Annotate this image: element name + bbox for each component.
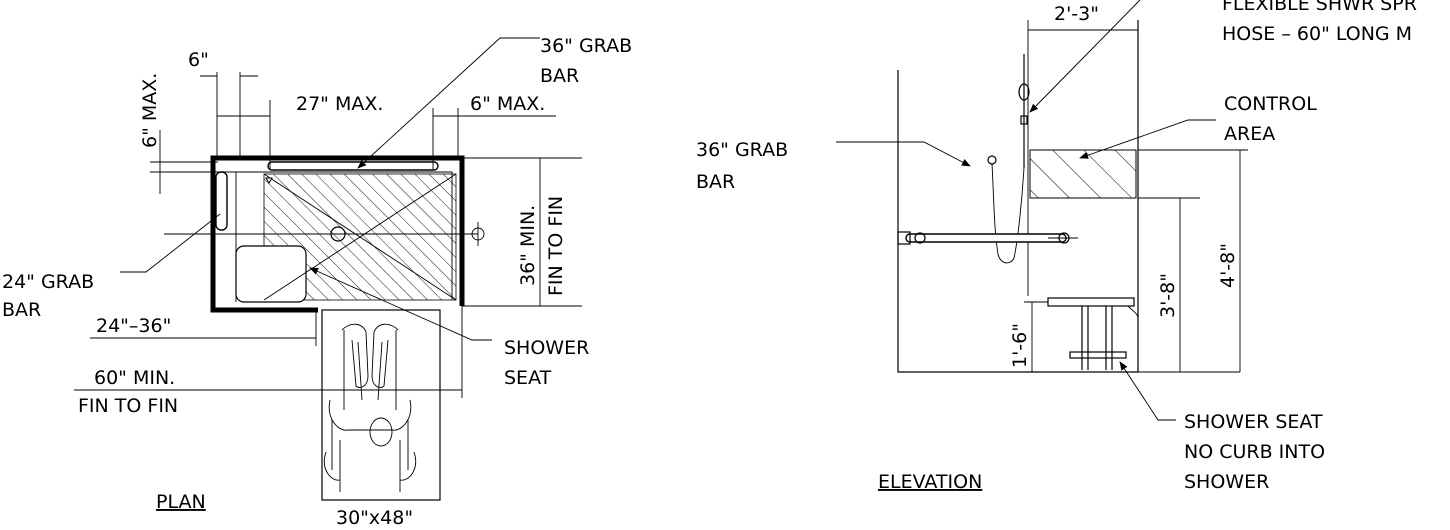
label-36-grab-bar-elev-1: 36" GRAB [696, 139, 788, 161]
shower-seat-elevation [1047, 297, 1135, 307]
dim-60-min-1: 60" MIN. [94, 367, 175, 389]
dim-6-max-left: 6" MAX. [139, 73, 161, 148]
label-24-grab-bar-2: BAR [2, 299, 41, 321]
dim-6-top: 6" [188, 49, 209, 71]
label-24-grab-bar-1: 24" GRAB [2, 271, 94, 293]
label-control-area-1: CONTROL [1224, 93, 1317, 115]
dim-4-8: 4'-8" [1217, 243, 1239, 288]
label-30x48: 30"x48" [336, 507, 413, 529]
plan-title: PLAN [156, 491, 206, 513]
wheelchair-icon [324, 323, 416, 492]
dim-3-8: 3'-8" [1157, 273, 1179, 318]
label-36-grab-bar-plan-1: 36" GRAB [540, 35, 632, 57]
shower-walls [210, 155, 465, 313]
control-symbol-icon [471, 222, 485, 246]
elevation-wall-outline [897, 20, 1139, 373]
grab-bar-24-plan [215, 171, 228, 231]
dim-6-max-right: 6" MAX. [470, 93, 545, 115]
dim-24-36: 24"–36" [96, 315, 171, 337]
dim-27-max: 27" MAX. [296, 93, 383, 115]
shower-seat-outline [235, 245, 307, 303]
grab-bar-36-elevation [905, 233, 1067, 243]
label-spray-hose-1: FLEXIBLE SHWR SPR [1222, 0, 1417, 15]
label-shower-seat-1: SHOWER [504, 337, 589, 359]
label-shower-seat-note-3: SHOWER [1184, 471, 1269, 493]
dim-60-min-2: FIN TO FIN [78, 395, 178, 417]
label-shower-seat-note-1: SHOWER SEAT [1184, 411, 1323, 433]
label-control-area-2: AREA [1224, 123, 1275, 145]
label-shower-seat-2: SEAT [504, 367, 552, 389]
label-shower-seat-note-2: NO CURB INTO [1184, 441, 1325, 463]
dim-1-6: 1'-6" [1009, 323, 1031, 368]
dim-36-min-1: 36" MIN. [517, 205, 539, 286]
label-spray-hose-2: HOSE – 60" LONG M [1222, 23, 1412, 45]
dim-36-min-2: FIN TO FIN [545, 196, 567, 296]
dim-2-3: 2'-3" [1054, 3, 1099, 25]
plan-view: 6" 27" MAX. 6" MAX. 6" MAX. 36" GRAB BAR… [2, 35, 632, 529]
grab-bar-36-plan [267, 161, 439, 171]
label-36-grab-bar-plan-2: BAR [540, 65, 579, 87]
label-36-grab-bar-elev-2: BAR [696, 171, 735, 193]
clear-floor-space [321, 309, 441, 501]
elevation-view: 2'-3" FLEXIBLE SHWR SPR HOSE – 60" LONG … [696, 0, 1417, 493]
elevation-title: ELEVATION [878, 471, 982, 493]
